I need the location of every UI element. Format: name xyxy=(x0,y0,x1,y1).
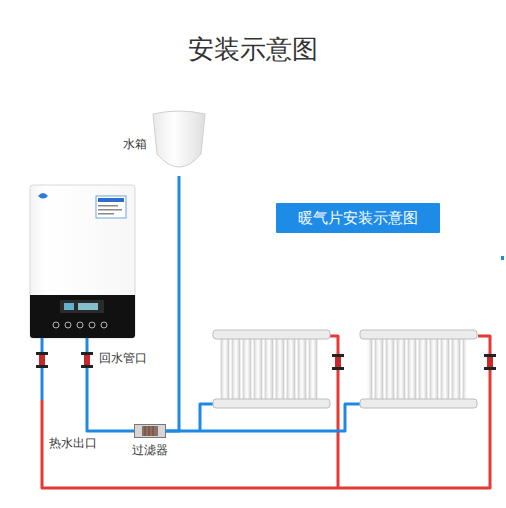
filter-mesh xyxy=(153,426,154,436)
part-label: 过滤器 xyxy=(132,442,168,459)
port-label: 热水出口 xyxy=(48,436,98,450)
band-text: 暖气片安装示意图 xyxy=(298,208,418,228)
valve xyxy=(332,354,344,370)
water-tank: 水箱 xyxy=(151,108,207,176)
filter-mesh xyxy=(145,426,146,436)
filter-body xyxy=(135,425,166,438)
radiator xyxy=(213,330,330,408)
tank-shape xyxy=(151,108,207,176)
radiator xyxy=(360,330,477,408)
port-label: 回水管口 xyxy=(98,351,148,365)
pipes xyxy=(42,336,490,488)
filter-core xyxy=(142,426,158,436)
caption-band: 暖气片安装示意图 xyxy=(276,203,440,233)
diagram-title: 安装示意图 xyxy=(0,34,506,65)
hot-pipe xyxy=(42,336,490,488)
tank-body xyxy=(153,111,205,167)
outlet-pipe xyxy=(41,338,44,400)
filter-shape xyxy=(134,424,166,438)
filter-symbol: 过滤器 xyxy=(134,424,166,438)
dot-mark xyxy=(501,256,504,260)
valve xyxy=(36,352,48,368)
boiler xyxy=(30,185,135,338)
filter-mesh xyxy=(149,426,150,436)
valve xyxy=(484,354,496,370)
water-pipe xyxy=(166,176,179,431)
part-label: 水箱 xyxy=(123,136,147,153)
return-pipe xyxy=(200,404,213,431)
valve xyxy=(81,352,93,368)
